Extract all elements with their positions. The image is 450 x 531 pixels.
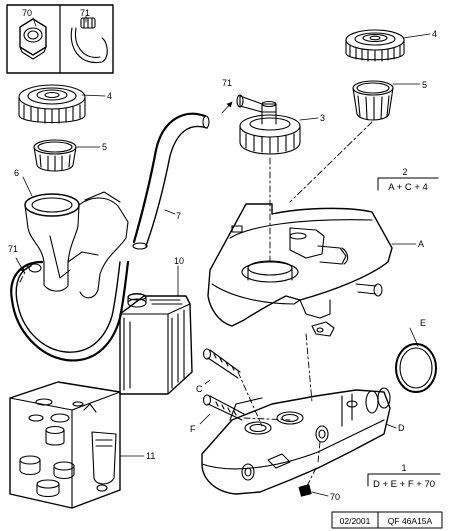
repair-kit-box-11 [9,381,121,509]
label-d: D [398,423,405,433]
label-5-left: 5 [102,142,107,152]
label-c: C [196,384,203,394]
o-ring-e [395,343,437,393]
label-71-left: 71 [8,244,18,254]
master-cylinder-d [201,387,391,495]
formula-upper: A + C + 4 [388,182,428,193]
plug-70 [298,484,312,497]
label-71-elbow: 71 [222,78,232,88]
hex-nut-icon [19,18,47,60]
seal-5-left [33,139,77,172]
label-a: A [418,239,424,249]
screw-f [202,394,245,421]
reference-code: QF 46A15A [388,516,433,526]
hose-clamp-icon [70,17,108,64]
callout-labels: 70 71 4 5 4 5 6 71 71 3 7 10 A C F 11 D … [8,8,437,526]
label-e: E [420,318,426,328]
reference-date: 02/2001 [340,516,371,526]
screw-c [202,348,241,379]
leader-lines [15,15,431,497]
assembly-dashed-lines [19,121,373,489]
label-6: 6 [14,168,19,178]
seal-5-right [352,80,394,121]
formula-index-upper: 2 [402,167,407,177]
formula-bracket-upper [377,177,439,191]
label-7: 7 [176,211,181,221]
brake-fluid-reservoir-a [207,203,393,337]
reservoir-cap-4-left [18,84,86,124]
formula-lower: D + E + F + 70 [373,479,435,490]
label-4-left: 4 [107,91,112,101]
label-70-plug: 70 [330,492,340,502]
hose-loop-left [10,260,130,362]
reservoir-neck-6 [24,191,129,299]
label-71-inset: 71 [80,8,90,18]
label-70-inset: 70 [22,8,32,18]
brake-fluid-can-10 [119,292,193,395]
label-f: F [190,424,196,434]
hose-7 [132,112,210,250]
inset-box [6,4,114,74]
reference-box [331,511,443,529]
label-10: 10 [174,256,184,266]
label-4-right: 4 [432,29,437,39]
label-5-right: 5 [422,80,427,90]
label-3: 3 [320,113,325,123]
formula-bracket-lower [367,473,441,487]
cap-with-connector-3 [236,94,301,155]
formula-index-lower: 1 [401,463,406,473]
label-11: 11 [146,451,155,461]
reservoir-cap-4-right [345,29,405,62]
